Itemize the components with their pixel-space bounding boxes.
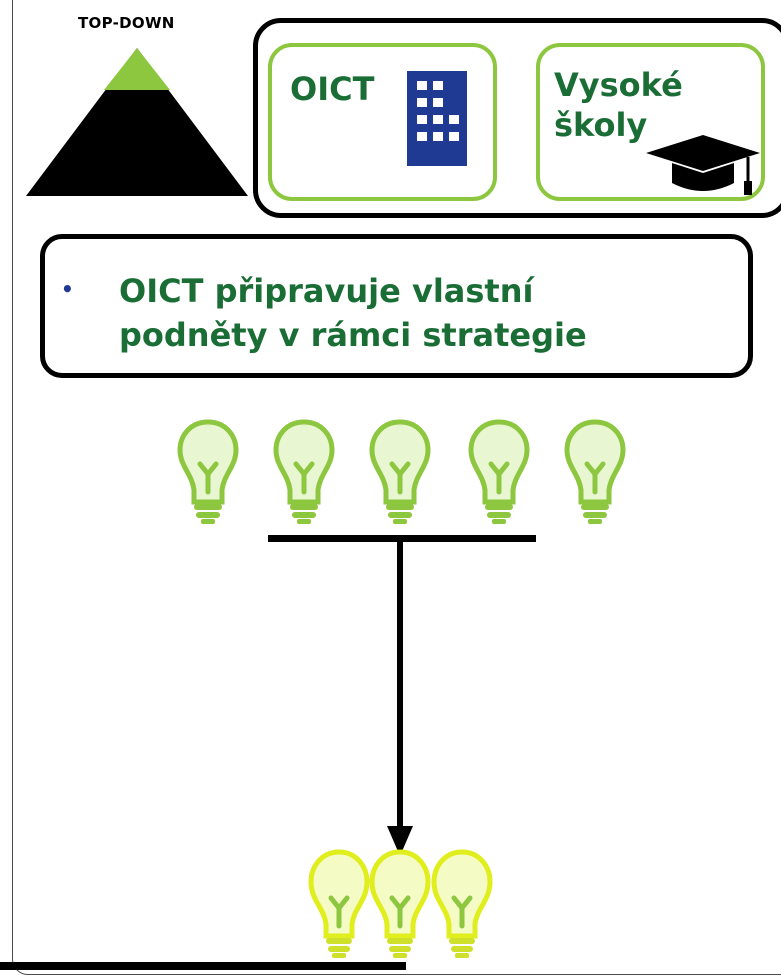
entity-card-vysoke-skoly: Vysoké školy [536,43,765,201]
top-down-pyramid-icon [26,48,248,196]
note-text: OICT připravuje vlastní podněty v rámci … [119,272,587,354]
connector-line [397,540,403,830]
graduation-cap-icon [646,135,760,195]
result-bulb-icon [431,849,493,958]
pyramid-label: TOP-DOWN [78,14,175,32]
baseline [0,962,406,970]
entity-card-oict: OICT [268,43,497,201]
slide-frame [12,0,781,975]
idea-bulb-icon [564,419,626,524]
idea-bulb-icon [273,419,335,524]
building-icon [407,71,467,166]
arrow-head-icon [387,826,413,856]
note-box: • OICT připravuje vlastní podněty v rámc… [40,234,753,378]
idea-bulb-icon [177,419,239,524]
result-bulb-icon [308,849,370,958]
collector-line [268,535,536,542]
idea-bulb-icon [468,419,530,524]
entity-name-vysoke-skoly: Vysoké školy [554,66,683,144]
entity-name-oict: OICT [290,70,375,108]
idea-bulb-icon [369,419,431,524]
result-bulb-icon [369,849,431,958]
bullet-point: • [61,277,74,301]
